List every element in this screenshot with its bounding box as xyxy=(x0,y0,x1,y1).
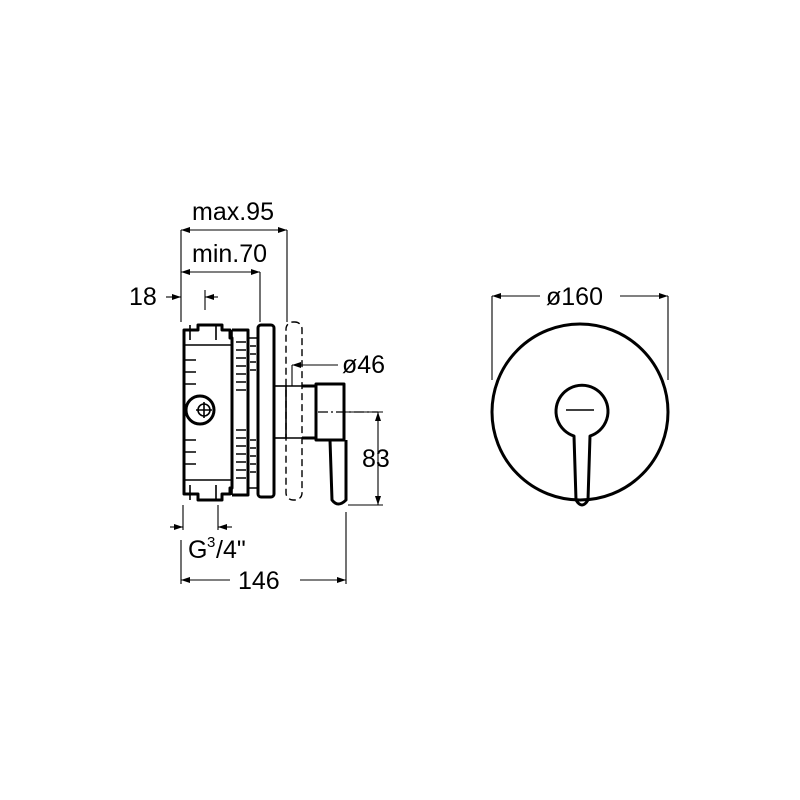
dim-g34-thread: G xyxy=(188,536,207,564)
dim-g34-numerator: 3 xyxy=(207,534,215,551)
wall-flange xyxy=(256,323,276,499)
dim-18 xyxy=(166,290,218,310)
dim-d46-label: ø46 xyxy=(342,351,385,379)
dim-146-label: 146 xyxy=(238,567,280,595)
dim-max95 xyxy=(180,227,288,322)
dim-d160-label: ø160 xyxy=(546,283,603,311)
dim-18-label: 18 xyxy=(129,283,157,311)
front-view: ø160 xyxy=(490,283,670,507)
cartridge-section xyxy=(231,328,259,497)
dim-g34-denominator: /4" xyxy=(216,536,246,564)
cover-plate xyxy=(490,322,670,502)
cover-max-position xyxy=(285,321,303,501)
dim-83 xyxy=(340,411,383,506)
dim-83-label: 83 xyxy=(362,445,390,473)
dim-d160 xyxy=(491,293,669,380)
concealed-box-body xyxy=(182,323,234,502)
dim-146 xyxy=(180,512,347,584)
front-handle xyxy=(554,383,610,507)
dim-min70 xyxy=(181,269,261,322)
dim-g34 xyxy=(170,505,232,530)
handle-lever xyxy=(314,382,348,506)
dim-min70-label: min.70 xyxy=(192,240,267,268)
side-view: max.95 min.70 18 ø46 xyxy=(129,198,390,595)
rosette xyxy=(273,384,318,440)
dim-d46 xyxy=(291,362,338,386)
dim-max95-label: max.95 xyxy=(192,198,274,226)
